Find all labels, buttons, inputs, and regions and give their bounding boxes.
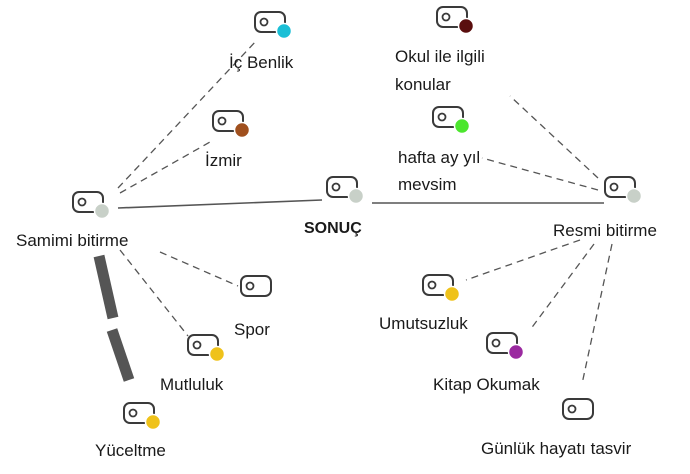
status-dot-yuceltme	[144, 413, 162, 431]
node-label-okul-line2: konular	[395, 75, 451, 94]
edge-resmi-gunluk	[581, 243, 613, 385]
node-label-izmir: İzmir	[205, 151, 242, 170]
node-label-samimi: Samimi bitirme	[16, 231, 129, 250]
edge-samimi-izmir	[119, 141, 211, 194]
emphasis-bar-2	[106, 328, 135, 382]
toggle-card-icon-izmir[interactable]	[212, 110, 251, 139]
node-label-yuceltme: Yüceltme	[95, 441, 166, 460]
edge-resmi-okul	[509, 95, 599, 179]
node-label-hafta-line2: mevsim	[398, 175, 457, 194]
edges-layer	[117, 39, 613, 385]
edge-samimi-mutluluk	[119, 249, 189, 337]
toggle-card-icon-okul[interactable]	[436, 6, 475, 35]
node-label-sonuc: SONUÇ	[304, 220, 362, 237]
edge-resmi-umutsuzluk	[465, 239, 581, 281]
node-label-spor: Spor	[234, 320, 270, 339]
node-label-umutsuzluk: Umutsuzluk	[379, 314, 468, 333]
status-dot-kitap	[507, 343, 525, 361]
status-dot-samimi	[93, 202, 111, 220]
status-dot-izmir	[233, 121, 251, 139]
toggle-card-icon-gunluk[interactable]	[562, 398, 594, 420]
status-dot-okul	[457, 17, 475, 35]
status-dot-umutsuzluk	[443, 285, 461, 303]
toggle-card-icon-resmi[interactable]	[604, 176, 643, 205]
node-label-gunluk: Günlük hayatı tasvir	[481, 439, 632, 458]
edge-samimi-ic-benlik	[117, 39, 258, 189]
edge-samimi-sonuc	[117, 199, 323, 209]
toggle-card-icon-sonuc[interactable]	[326, 176, 365, 205]
icons-layer	[72, 6, 643, 431]
status-dot-hafta	[453, 117, 471, 135]
toggle-card-icon-ic-benlik[interactable]	[254, 11, 293, 40]
toggle-card-icon-spor[interactable]	[240, 275, 272, 297]
emphasis-bar-1	[93, 254, 119, 320]
node-label-ic-benlik: İç Benlik	[229, 53, 294, 72]
status-dot-ic-benlik	[275, 22, 293, 40]
toggle-card-icon-kitap[interactable]	[486, 332, 525, 361]
edge-samimi-spor	[159, 251, 239, 287]
toggle-card-icon-yuceltme[interactable]	[123, 402, 162, 431]
node-label-mutluluk: Mutluluk	[160, 375, 224, 394]
emphasis-bars	[93, 254, 135, 382]
status-dot-sonuc	[347, 187, 365, 205]
edge-resmi-kitap	[529, 243, 595, 331]
status-dot-resmi	[625, 187, 643, 205]
node-label-hafta-line1: hafta ay yıl	[398, 148, 481, 167]
toggle-card-icon-umutsuzluk[interactable]	[422, 274, 461, 303]
node-label-kitap: Kitap Okumak	[433, 375, 540, 394]
toggle-card-icon-mutluluk[interactable]	[187, 334, 226, 363]
edge-resmi-hafta	[481, 157, 599, 191]
status-dot-mutluluk	[208, 345, 226, 363]
node-label-resmi: Resmi bitirme	[553, 221, 657, 240]
toggle-card-icon-hafta[interactable]	[432, 106, 471, 135]
node-label-okul-line1: Okul ile ilgili	[395, 47, 485, 66]
toggle-card-icon-samimi[interactable]	[72, 191, 111, 220]
